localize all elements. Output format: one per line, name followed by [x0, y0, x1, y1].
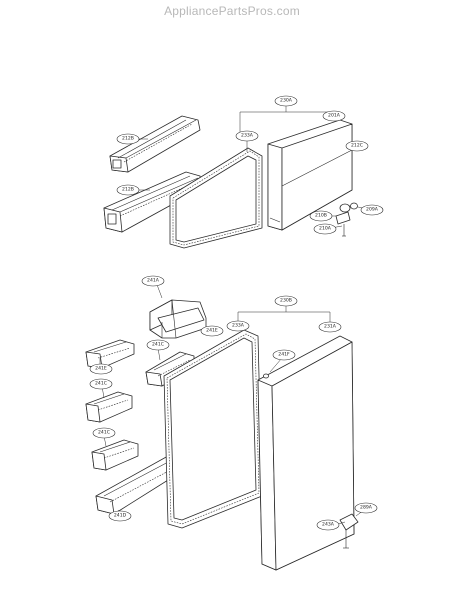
- watermark: AppliancePartsPros.com: [164, 4, 300, 18]
- callout-289A: 289A: [354, 502, 378, 514]
- callout-241C-left-lower: 241C: [92, 427, 116, 439]
- svg-text:230A: 230A: [280, 98, 293, 104]
- callout-210A: 210A: [313, 223, 337, 235]
- upper-door-bin-bottom: [103, 171, 203, 233]
- lower-hinge-assembly: [339, 513, 359, 549]
- small-door-bin-left-lower: [91, 439, 139, 471]
- callout-201A: 201A: [322, 110, 346, 122]
- svg-text:243A: 243A: [322, 522, 335, 528]
- svg-text:241C: 241C: [152, 342, 164, 348]
- svg-text:209A: 209A: [366, 207, 379, 213]
- svg-text:212C: 212C: [351, 143, 363, 149]
- callout-241A: 241A: [141, 275, 165, 287]
- callout-231A: 231A: [318, 321, 342, 333]
- callout-230A-upper: 230A: [274, 95, 298, 107]
- svg-text:241C: 241C: [98, 430, 110, 436]
- callout-241F: 241F: [272, 349, 296, 361]
- upper-door-gasket: [169, 147, 263, 249]
- callout-241C-left-upper: 241C: [89, 378, 113, 390]
- lower-door-gasket: [163, 329, 263, 529]
- svg-text:231A: 231A: [324, 324, 337, 330]
- svg-text:241D: 241D: [114, 513, 127, 519]
- dairy-bin: [149, 299, 207, 339]
- callout-241C-mid: 241C: [146, 339, 170, 351]
- upper-door-bin-top: [109, 115, 201, 173]
- callout-212B-top: 212B: [116, 133, 140, 145]
- callout-241E-top: 241E: [200, 325, 224, 337]
- svg-text:210B: 210B: [315, 213, 327, 219]
- callout-212C: 212C: [345, 140, 369, 152]
- svg-text:289A: 289A: [360, 505, 373, 511]
- upper-door-panel: [267, 119, 353, 231]
- svg-text:241F: 241F: [278, 352, 290, 358]
- svg-text:241A: 241A: [147, 278, 160, 284]
- callout-212B-bottom: 212B: [116, 184, 140, 196]
- callout-230B: 230B: [274, 295, 298, 307]
- svg-text:210A: 210A: [319, 226, 332, 232]
- callout-241E: 241E: [89, 363, 113, 375]
- svg-text:212B: 212B: [122, 187, 134, 193]
- svg-text:233A: 233A: [241, 133, 254, 139]
- svg-text:212B: 212B: [122, 136, 134, 142]
- svg-text:241E: 241E: [95, 366, 107, 372]
- callout-210B: 210B: [309, 210, 333, 222]
- lower-door-panel: [257, 335, 355, 571]
- callout-243A: 243A: [316, 519, 340, 531]
- svg-text:230B: 230B: [280, 298, 292, 304]
- svg-text:201A: 201A: [328, 113, 341, 119]
- svg-text:241C: 241C: [95, 381, 107, 387]
- small-door-bin-left-upper: [85, 391, 133, 423]
- small-door-bin-top: [85, 339, 135, 369]
- callout-233A-upper: 233A: [235, 130, 259, 142]
- svg-text:241E: 241E: [206, 328, 218, 334]
- callout-233A-lower: 233A: [226, 320, 250, 332]
- small-door-bin-mid: [145, 351, 195, 387]
- callout-241D: 241D: [108, 510, 132, 522]
- upper-hinge-assembly: [335, 202, 358, 237]
- callout-209A: 209A: [360, 204, 384, 216]
- svg-text:233A: 233A: [232, 323, 245, 329]
